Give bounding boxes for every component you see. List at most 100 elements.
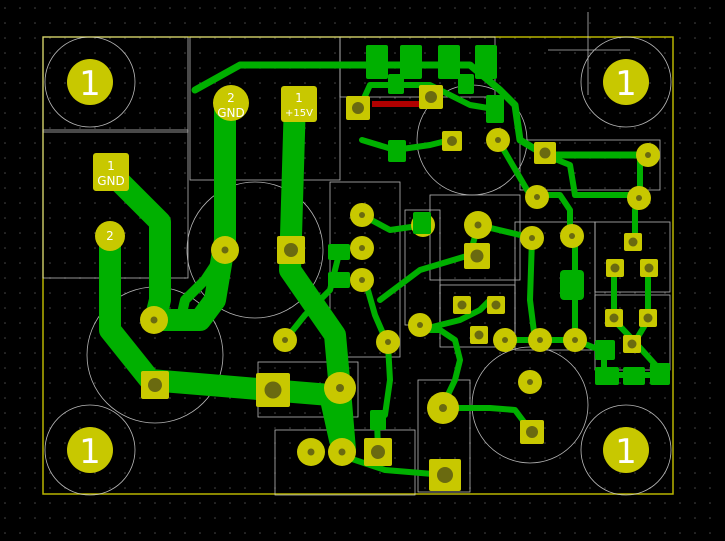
square-pad[interactable]	[470, 326, 488, 344]
pad-drill-hole	[527, 379, 533, 385]
pad-drill-hole	[491, 300, 501, 310]
pad-drill-hole	[534, 194, 540, 200]
pad-drill-hole	[569, 233, 575, 239]
round-pad[interactable]	[493, 328, 517, 352]
silk-box-ic	[329, 181, 401, 358]
track-c1	[359, 137, 453, 153]
track-ic-d	[377, 222, 481, 303]
pad-drill-hole	[457, 300, 467, 310]
pad-drill-hole	[221, 246, 229, 254]
pad-drill-hole	[417, 322, 423, 328]
mounting-hole-top-left[interactable]: 1	[67, 59, 113, 105]
round-pad[interactable]	[486, 128, 510, 152]
square-pad[interactable]	[141, 371, 169, 399]
smd-pad	[388, 74, 404, 94]
round-pad[interactable]	[297, 438, 325, 466]
copper-tracks[interactable]	[99, 61, 663, 478]
round-pad[interactable]	[324, 372, 356, 404]
track-ic-e	[282, 247, 343, 343]
smd-pad	[370, 410, 386, 430]
round-pad[interactable]	[350, 203, 374, 227]
square-pad[interactable]	[442, 131, 462, 151]
pad-drill-hole	[359, 245, 365, 251]
smd-pads[interactable]	[328, 45, 670, 430]
square-pad[interactable]	[640, 259, 658, 277]
round-pad[interactable]	[350, 236, 374, 260]
smd-pad	[328, 244, 350, 260]
square-pad[interactable]	[487, 296, 505, 314]
pad-drill-hole	[628, 237, 638, 247]
round-pad[interactable]	[408, 313, 432, 337]
smd-pad	[650, 363, 670, 385]
component-pads[interactable]	[140, 85, 660, 491]
square-pad[interactable]	[534, 142, 556, 164]
round-pad[interactable]	[328, 438, 356, 466]
round-pad[interactable]	[211, 236, 239, 264]
round-pad[interactable]	[560, 224, 584, 248]
pad-number: 2	[227, 91, 235, 105]
round-pad[interactable]	[520, 226, 544, 250]
mounting-hole-bottom-right[interactable]: 1	[603, 427, 649, 473]
round-pad[interactable]	[525, 185, 549, 209]
round-pad[interactable]	[636, 143, 660, 167]
round-pad[interactable]	[627, 186, 651, 210]
pad-number: 1	[295, 91, 303, 105]
mounting-hole-group[interactable]: 1 1 1 1	[67, 59, 649, 473]
pad-gnd-connector[interactable]: 1 GND	[93, 153, 129, 191]
round-pad[interactable]	[350, 268, 374, 292]
track-mid-c	[502, 337, 603, 353]
round-pad[interactable]	[427, 392, 459, 424]
square-pad[interactable]	[277, 236, 305, 264]
track-c2	[495, 137, 573, 243]
pad-drill-hole	[425, 91, 437, 103]
pad-15v-top[interactable]: 1 +15V	[281, 86, 317, 122]
round-pad[interactable]	[518, 370, 542, 394]
square-pad[interactable]	[419, 85, 443, 109]
pad-number: 2	[106, 229, 114, 243]
pad-drill-hole	[609, 313, 619, 323]
smd-pad	[595, 367, 619, 385]
square-pad[interactable]	[346, 96, 370, 120]
pad-gnd-top[interactable]: 2 GND	[213, 85, 249, 121]
pad-drill-hole	[643, 313, 653, 323]
pad-drill-hole	[537, 337, 543, 343]
pad-net-label: GND	[97, 174, 125, 188]
square-pad[interactable]	[464, 243, 490, 269]
square-pad[interactable]	[364, 438, 392, 466]
round-pad[interactable]	[563, 328, 587, 352]
square-pad[interactable]	[453, 296, 471, 314]
smd-pad	[458, 74, 474, 94]
track-bot-d	[417, 327, 463, 408]
pad-drill-hole	[529, 235, 535, 241]
silk-box-topleft	[42, 36, 189, 133]
silk-box-top-center	[189, 36, 341, 181]
square-pad[interactable]	[520, 420, 544, 444]
pad-net-label: GND	[217, 106, 245, 120]
pad-drill-hole	[474, 330, 484, 340]
mounting-hole-bottom-left[interactable]: 1	[67, 427, 113, 473]
mounting-hole-label: 1	[615, 64, 637, 104]
connector-pads[interactable]: 1 GND 2 2 GND 1 +15V	[93, 85, 317, 251]
square-pad[interactable]	[639, 309, 657, 327]
pad-drill-hole	[264, 381, 282, 399]
square-pad[interactable]	[623, 335, 641, 353]
silkscreen-layer	[42, 12, 672, 496]
silk-mounting-ring-tl	[44, 36, 136, 128]
square-pad[interactable]	[429, 459, 461, 491]
smd-pad	[413, 212, 431, 234]
round-pad[interactable]	[140, 306, 168, 334]
pad-drill-hole	[437, 467, 453, 483]
round-pad[interactable]	[273, 328, 297, 352]
square-pad[interactable]	[624, 233, 642, 251]
silk-box-right-c	[519, 139, 661, 191]
mounting-hole-top-right[interactable]: 1	[603, 59, 649, 105]
square-pad[interactable]	[606, 259, 624, 277]
square-pad[interactable]	[605, 309, 623, 327]
round-pad[interactable]	[528, 328, 552, 352]
pad-number: 1	[107, 159, 115, 173]
pad-two-connector[interactable]: 2	[95, 221, 125, 251]
pad-net-label: +15V	[285, 108, 313, 119]
round-pad[interactable]	[376, 330, 400, 354]
square-pad[interactable]	[256, 373, 290, 407]
round-pad[interactable]	[464, 211, 492, 239]
